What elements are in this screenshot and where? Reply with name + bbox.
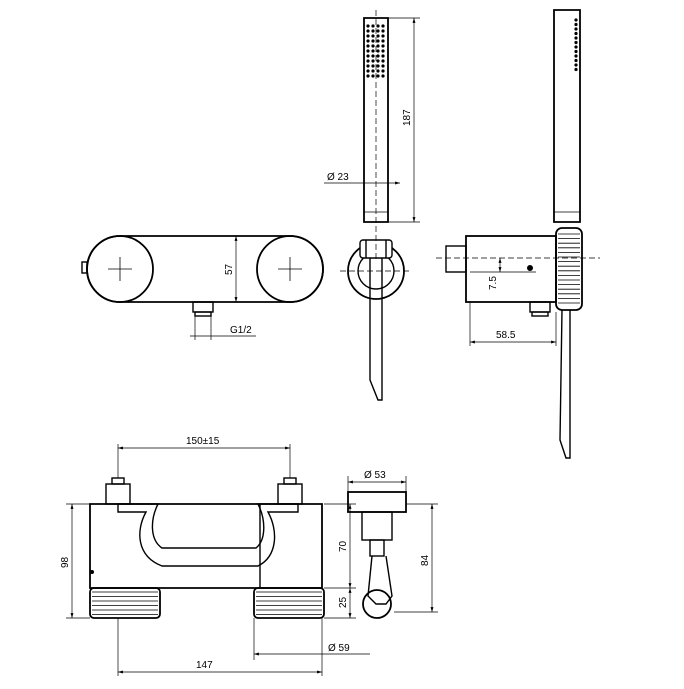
spray-hole [381,59,385,63]
spray-hole [371,64,375,68]
spray-hole [376,59,380,63]
spray-hole [574,40,578,45]
dim-body-height: 57 [224,263,235,275]
spray-hole [574,49,578,54]
spray-hole [574,31,578,36]
spray-hole [371,74,375,78]
dim-inlet-thread: G1/2 [230,325,252,336]
dim-handle-height: 70 [338,540,349,552]
spray-hole [376,39,380,43]
spray-hole [366,44,370,48]
spray-hole [381,44,385,48]
spray-hole [366,24,370,28]
spray-hole [371,34,375,38]
spray-hole [366,39,370,43]
spray-hole [574,27,578,31]
spray-hole [574,63,578,67]
dim-hand-shower-length: 187 [402,109,413,126]
spray-hole [574,67,578,72]
spray-hole [371,69,375,73]
wall-holder-side-view: Ø 53 84 [347,470,438,619]
spray-holes-side [574,18,578,72]
spray-hole [371,49,375,53]
dim-inlet-spacing: 150±15 [186,436,220,447]
spray-hole [381,24,385,28]
spray-hole [574,36,578,40]
spray-hole [574,18,578,22]
side-view-mixer: 7.5 58.5 [436,9,600,459]
spray-hole [366,29,370,33]
spray-hole [574,54,578,58]
spray-hole [381,29,385,33]
dim-holder-diameter: Ø 53 [364,470,386,481]
spray-hole [381,69,385,73]
spray-hole [371,54,375,58]
spray-hole [376,44,380,48]
spray-hole [376,34,380,38]
spray-hole [366,69,370,73]
dim-wall-offset: 7.5 [488,276,499,290]
spray-hole [376,24,380,28]
spray-hole [371,44,375,48]
spray-hole [574,45,578,49]
spray-hole [574,58,578,63]
dim-knob-diameter: Ø 59 [328,643,350,654]
hand-shower-front-view: 187 Ø 23 [324,10,420,401]
spray-hole [381,49,385,53]
spray-hole [376,54,380,58]
spray-holes [366,24,385,78]
spray-hole [366,59,370,63]
spray-hole [371,39,375,43]
spray-hole [366,64,370,68]
dim-holder-height: 84 [420,554,431,566]
spray-hole [381,34,385,38]
front-view-mixer: 57 G1/2 [81,235,324,340]
spray-hole [366,34,370,38]
spray-hole [376,29,380,33]
spray-hole [381,64,385,68]
spray-hole [381,39,385,43]
spray-hole [381,54,385,58]
spray-hole [366,74,370,78]
dim-side-depth: 58.5 [496,330,516,341]
dim-total-height: 98 [60,556,71,568]
dim-hand-shower-diameter: Ø 23 [327,172,349,183]
spray-hole [376,69,380,73]
dim-knob-height: 25 [338,596,349,608]
spray-hole [371,24,375,28]
spray-hole [574,22,578,27]
spray-hole [366,54,370,58]
spray-hole [366,49,370,53]
spray-hole [381,74,385,78]
top-view-mixer: 150±15 98 70 25 147 Ø 59 [60,436,370,676]
spray-hole [371,29,375,33]
spray-hole [376,74,380,78]
spray-hole [376,64,380,68]
spray-hole [376,49,380,53]
spray-hole [371,59,375,63]
dim-width: 147 [196,660,213,671]
